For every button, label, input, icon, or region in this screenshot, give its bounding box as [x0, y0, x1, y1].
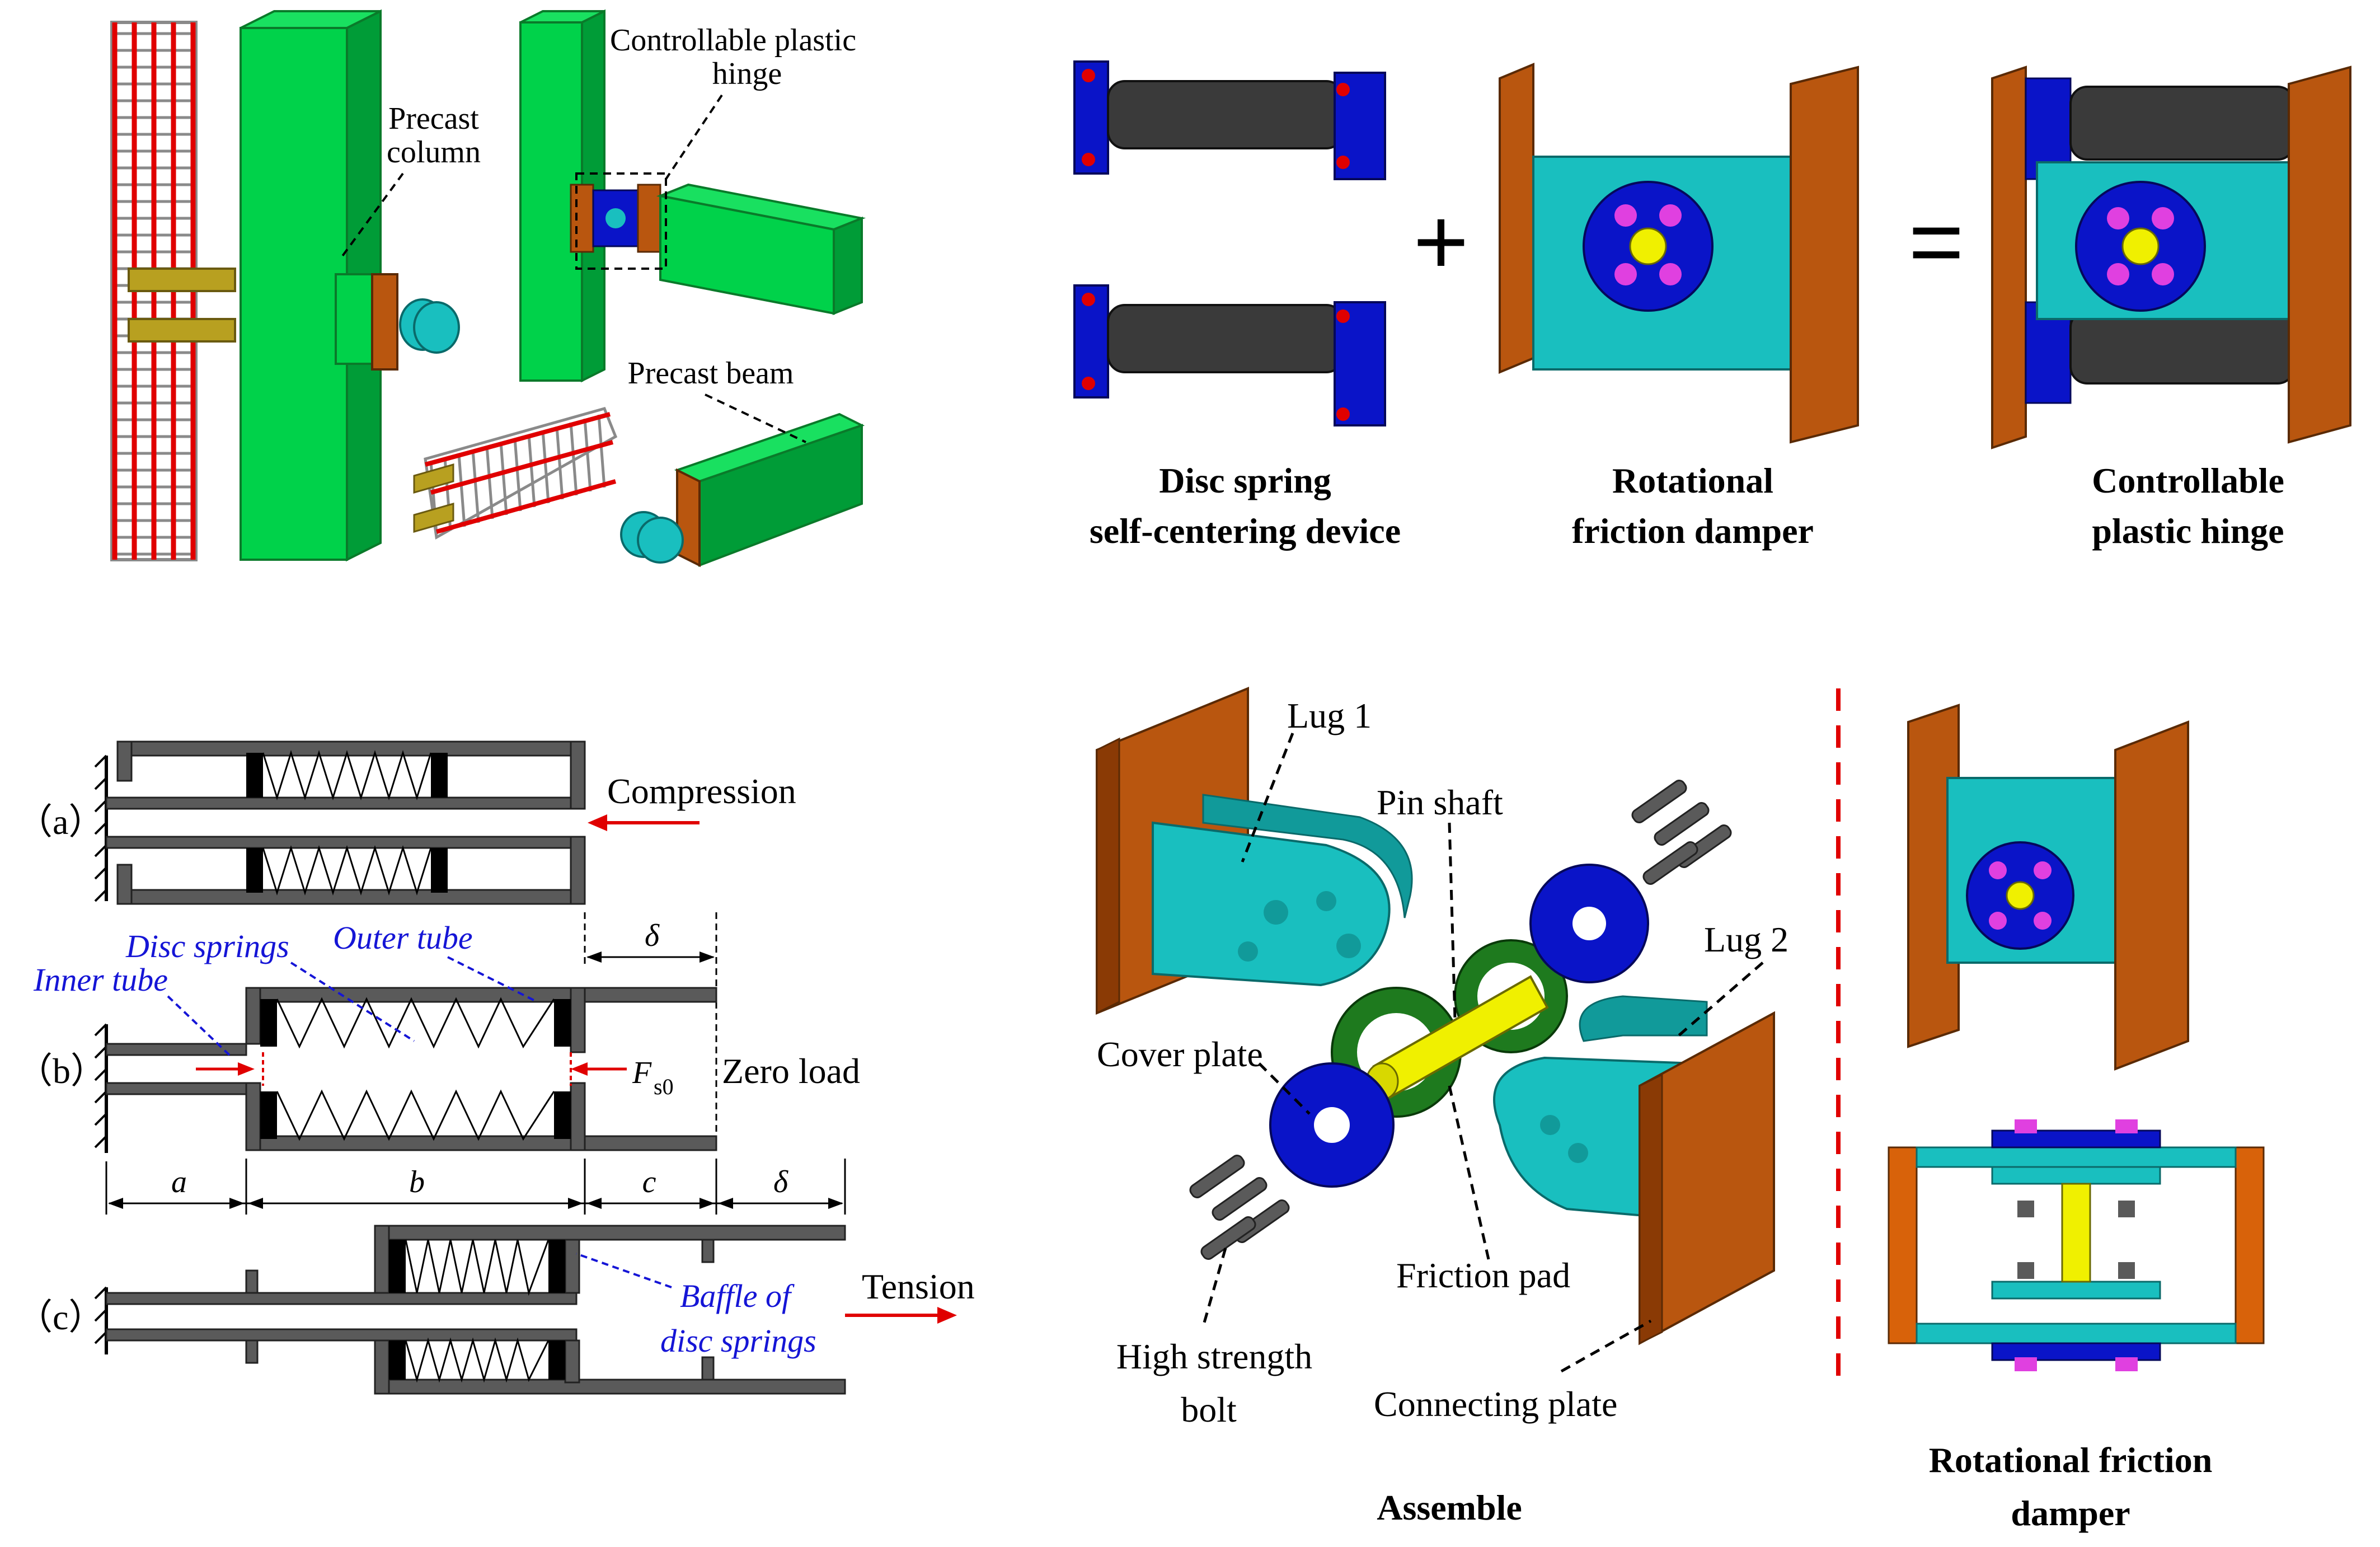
beam-stirrup [555, 426, 564, 500]
label-bolt-line1: High strength [1116, 1337, 1312, 1376]
caption-assemble: Assemble [1377, 1488, 1522, 1527]
caption-disc-spring-line2: self-centering device [1090, 511, 1401, 551]
beam-stirrup [527, 434, 536, 508]
cover-plate-right [1529, 864, 1649, 983]
caption-cph-line2: plastic hinge [2092, 511, 2284, 551]
beam-rebar-cage [413, 406, 618, 540]
assembled-column-beam [519, 9, 866, 383]
panel-working-mechanism: （a） Compression δ [17, 740, 975, 1395]
high-strength-bolts-left [1189, 1155, 1290, 1260]
case-b-zero-load [94, 987, 717, 1153]
high-strength-bolts-right [1631, 780, 1732, 885]
case-b-label: （b） [17, 1051, 106, 1091]
dim-b: b [409, 1165, 425, 1199]
label-baffle-line2: disc springs [660, 1323, 816, 1359]
damper-front-view [1888, 1119, 2265, 1371]
panel-precast-joint: Controllable plastic hinge Precast colum… [110, 9, 866, 568]
lug-1 [1152, 794, 1413, 987]
beam-stirrup [457, 453, 466, 527]
label-lug2: Lug 2 [1704, 920, 1788, 959]
plus-sign: + [1413, 189, 1468, 295]
connecting-plate-right [1639, 1011, 1775, 1346]
beam-stirrup [499, 442, 508, 515]
caption-rfd-line2: friction damper [1572, 511, 1814, 551]
force-subscript: s0 [654, 1074, 674, 1099]
label-inner-tube: Inner tube [33, 962, 168, 998]
label-controllable-hinge-line2: hinge [712, 57, 782, 91]
panel-exploded-damper: Lug 1 Pin shaft Lug 2 Cover plate Fricti… [1096, 687, 2265, 1533]
dim-delta-row: δ [773, 1165, 788, 1199]
dimension-row [105, 1159, 846, 1215]
label-controllable-hinge-line1: Controllable plastic [610, 23, 856, 58]
dim-delta-b: δ [645, 918, 660, 953]
label-precast-column-line2: column [387, 135, 481, 170]
label-outer-tube: Outer tube [333, 920, 473, 956]
caption-rfd-right-line1: Rotational friction [1929, 1440, 2213, 1480]
label-bolt-line2: bolt [1181, 1390, 1237, 1429]
force-symbol: F [632, 1056, 652, 1090]
precast-beam-solid [620, 412, 865, 568]
beam-stirrup [569, 422, 578, 496]
label-precast-column-line1: Precast [388, 101, 479, 136]
dim-c: c [642, 1165, 656, 1199]
caption-rfd-line1: Rotational [1612, 461, 1773, 500]
beam-stirrup [597, 414, 606, 488]
beam-stirrup [541, 430, 550, 504]
dim-a: a [171, 1165, 187, 1199]
case-c-label: （c） [17, 1297, 104, 1337]
beam-stirrup [513, 438, 522, 512]
caption-cph-line1: Controllable [2092, 461, 2284, 500]
label-compression: Compression [607, 771, 796, 811]
beam-stirrup [583, 418, 592, 492]
precast-column-solid [240, 9, 460, 562]
label-baffle-line1: Baffle of [680, 1278, 795, 1314]
label-friction-pad: Friction pad [1396, 1255, 1570, 1295]
label-cover-plate: Cover plate [1097, 1034, 1263, 1074]
label-precast-beam: Precast beam [628, 356, 794, 391]
label-disc-springs: Disc springs [125, 928, 289, 964]
pin-shaft [1365, 975, 1549, 1100]
label-pin-shaft: Pin shaft [1377, 782, 1503, 822]
case-a-compression [94, 740, 700, 905]
caption-rfd-right-line2: damper [2011, 1493, 2130, 1533]
column-rebar-cage [110, 21, 236, 561]
label-zero-load: Zero load [722, 1051, 860, 1091]
controllable-plastic-hinge [1991, 65, 2351, 449]
label-tension: Tension [862, 1267, 975, 1306]
assembled-damper-iso [1907, 704, 2189, 1071]
beam-stirrup [485, 446, 494, 519]
beam-stirrup [471, 449, 480, 523]
cover-plate-left [1269, 1062, 1395, 1188]
equals-sign: = [1908, 189, 1964, 295]
case-a-label: （a） [17, 802, 104, 842]
disc-spring-device-upper [1073, 60, 1386, 180]
panel-hinge-composition: + = Disc spring self-centerin [1073, 60, 2351, 551]
label-lug1: Lug 1 [1287, 696, 1372, 735]
label-connecting-plate: Connecting plate [1374, 1384, 1617, 1424]
case-c-tension [94, 1225, 957, 1395]
caption-disc-spring-line1: Disc spring [1159, 461, 1331, 500]
disc-spring-device-lower [1073, 284, 1386, 426]
rotational-friction-damper [1499, 63, 1859, 444]
